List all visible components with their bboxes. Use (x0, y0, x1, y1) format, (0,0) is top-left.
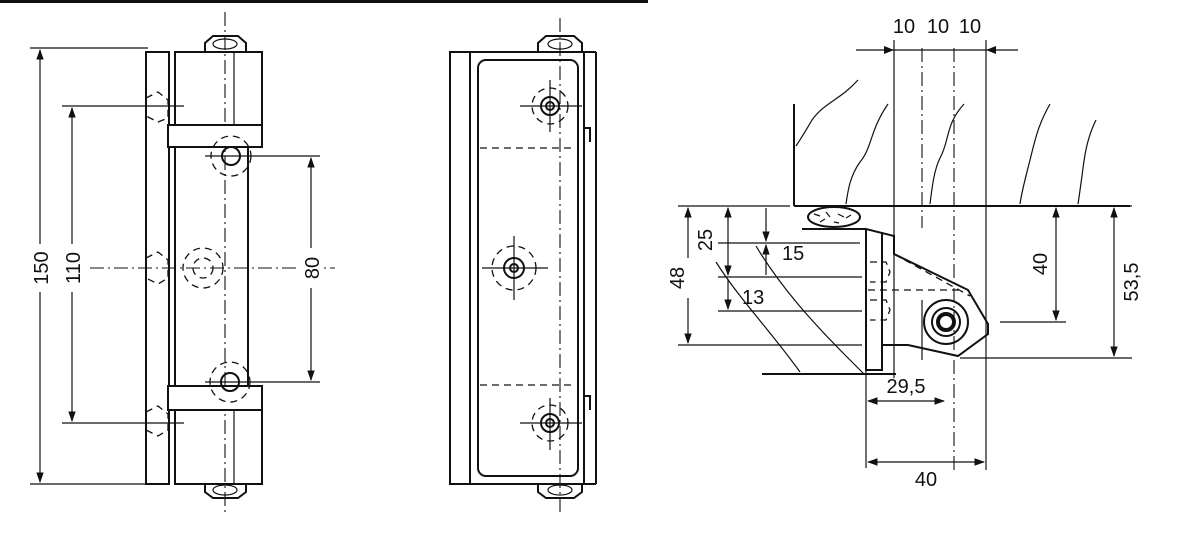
dim-48-label: 48 (667, 267, 689, 289)
dim-13-label: 13 (742, 287, 764, 309)
dim-80-label: 80 (302, 257, 324, 279)
seal-icon (807, 206, 861, 228)
dim-53-label: 53,5 (1121, 263, 1143, 302)
dim-40h-label: 40 (915, 469, 937, 491)
dim-40v-label: 40 (1030, 253, 1052, 275)
dim-25-label: 25 (695, 229, 717, 251)
middle-view (449, 18, 597, 512)
middle-hole-top-icon (520, 80, 582, 132)
dim-110-label: 110 (63, 252, 85, 284)
middle-top-cap-icon (537, 35, 583, 52)
middle-hole-bottom-icon (520, 398, 582, 450)
side-view: 10 10 10 48 25 15 13 40 53,5 (667, 16, 1143, 491)
front-view: 150 110 80 (28, 12, 335, 512)
dim-15-label: 15 (782, 243, 804, 265)
pivot-icon (923, 299, 969, 345)
bottom-cap-icon (204, 484, 247, 499)
screw-bottom-icon (205, 361, 320, 403)
dim-29-label: 29,5 (887, 376, 926, 398)
middle-plate (449, 51, 585, 485)
dim-150-label: 150 (31, 251, 53, 284)
dim-10c-label: 10 (959, 16, 981, 38)
dim-10b-label: 10 (927, 16, 949, 38)
middle-hole-center-icon (482, 236, 548, 300)
screw-top-icon (205, 135, 320, 177)
top-cap-icon (204, 35, 247, 52)
dim-10a-label: 10 (893, 16, 915, 38)
middle-bottom-cap-icon (537, 484, 583, 499)
